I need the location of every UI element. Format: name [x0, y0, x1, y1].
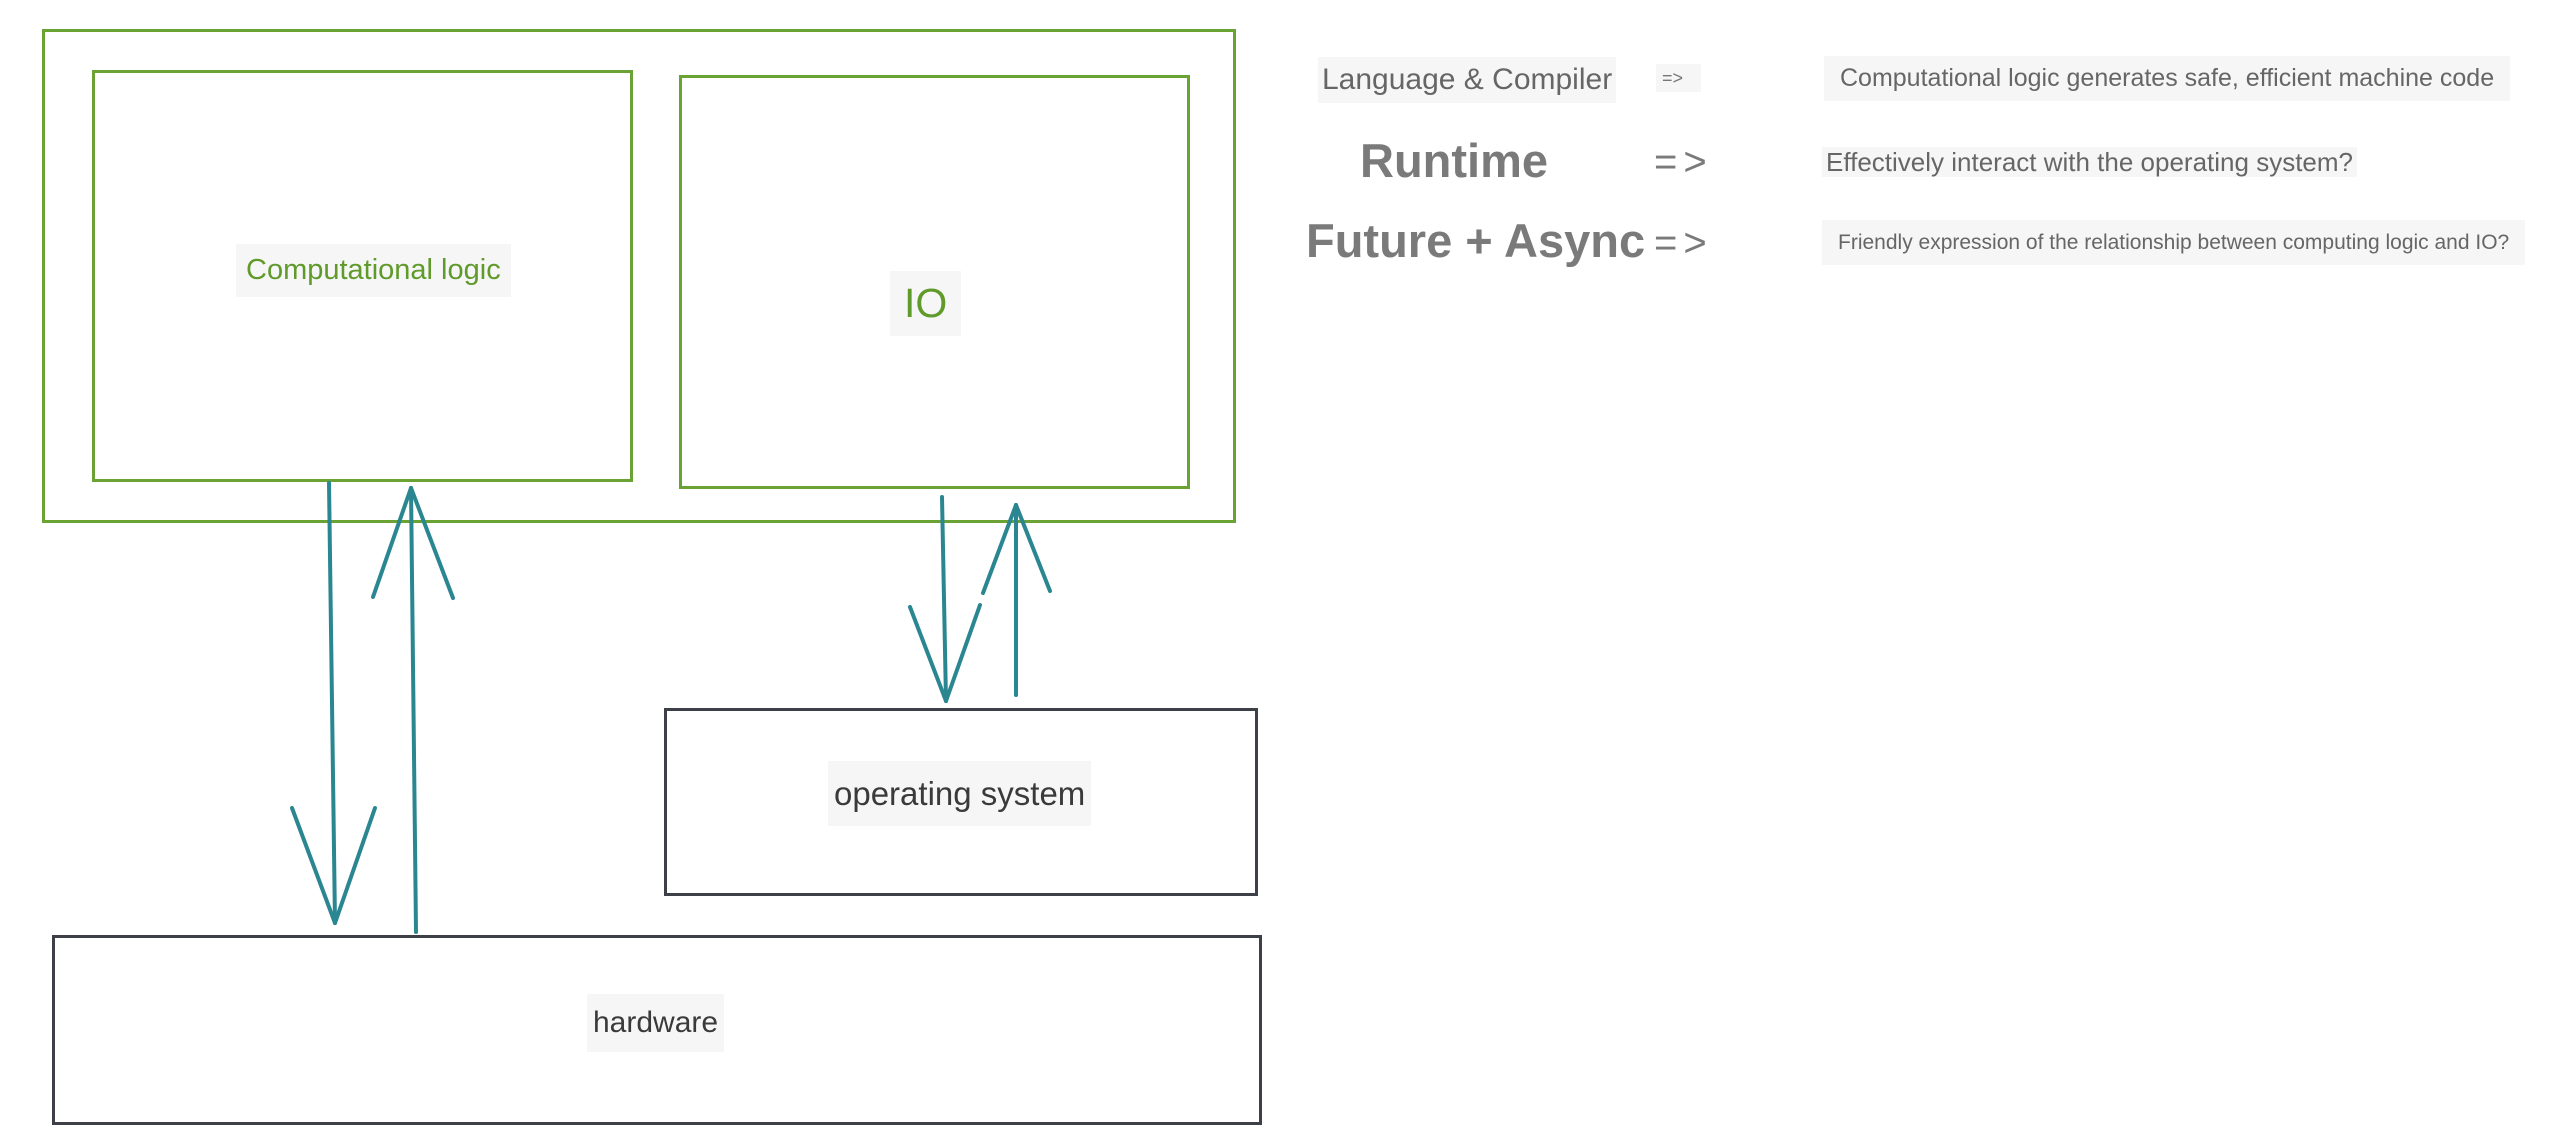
legend-language-compiler-description: Computational logic generates safe, effi…	[1824, 56, 2511, 101]
legend-runtime-arrow: =>	[1654, 140, 1713, 184]
legend-future-async-description: Friendly expression of the relationship …	[1822, 220, 2526, 265]
legend-runtime-name: Runtime	[1360, 134, 1548, 187]
legend-runtime-description: Effectively interact with the operating …	[1822, 147, 2357, 177]
compute-to-hardware-arrow	[290, 481, 377, 925]
legend-language-compiler-name: Language & Compiler	[1318, 57, 1617, 103]
legend-future-async-name: Future + Async	[1306, 214, 1646, 267]
computational-logic-label: Computational logic	[236, 244, 511, 297]
os-to-io-arrow	[981, 503, 1052, 697]
hardware-to-compute-arrow	[371, 486, 455, 934]
io-label: IO	[890, 271, 962, 336]
legend-language-compiler-arrow: =>	[1656, 64, 1702, 92]
io-to-os-arrow	[908, 495, 982, 703]
hardware-label: hardware	[587, 994, 725, 1052]
legend-future-async-arrow: =>	[1654, 221, 1713, 265]
operating-system-label: operating system	[828, 761, 1092, 826]
